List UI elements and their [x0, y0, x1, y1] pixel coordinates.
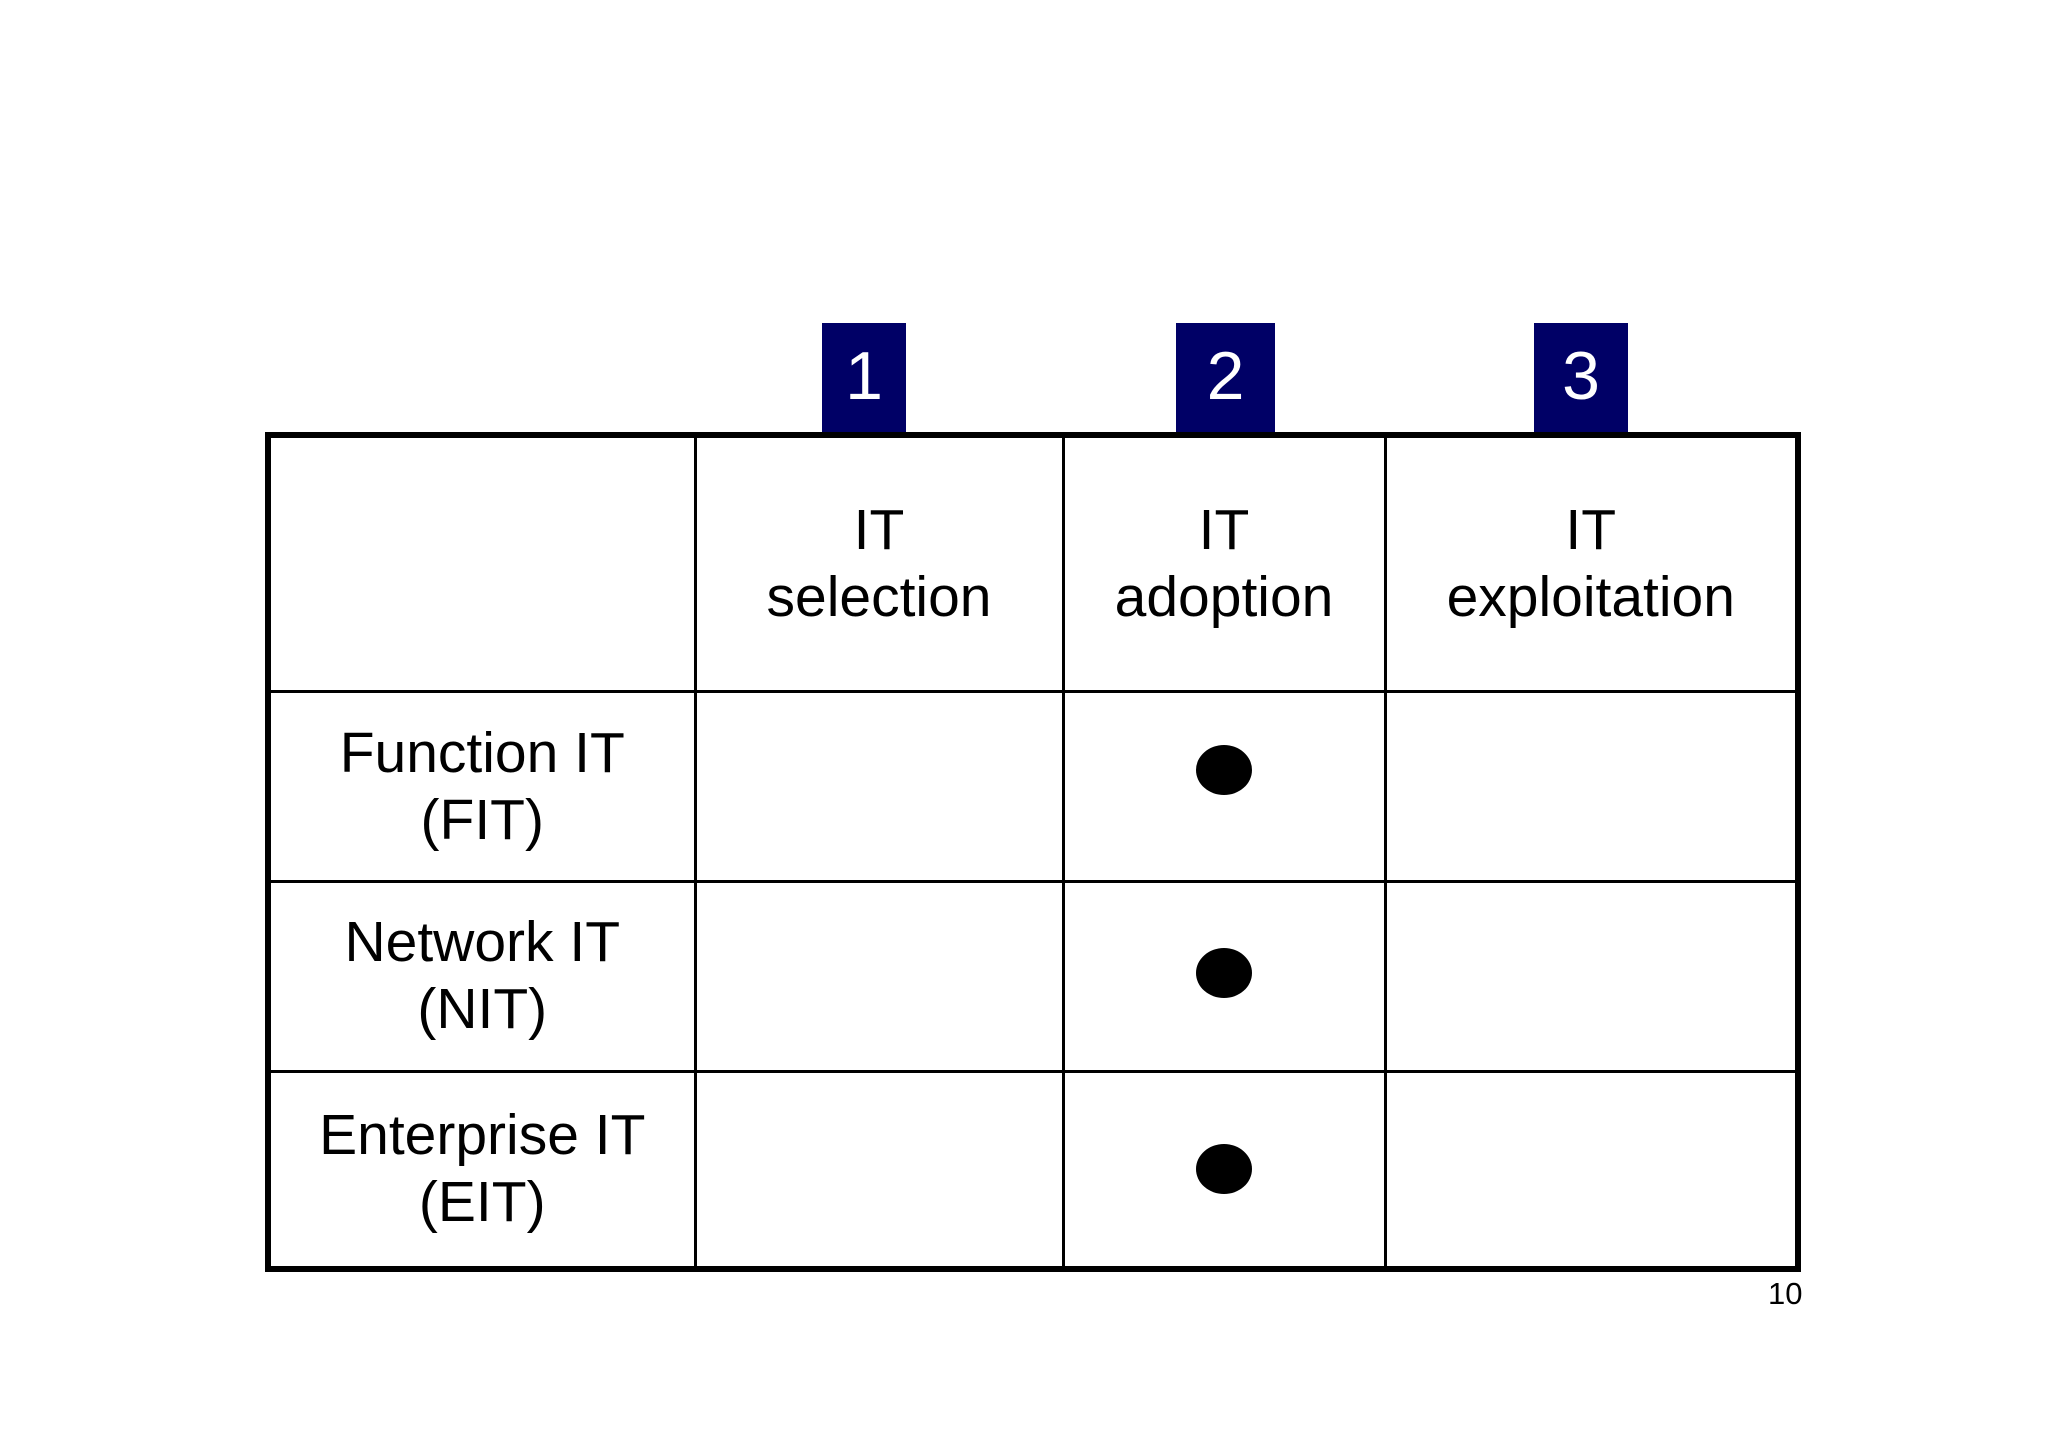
row-header-enterprise-it: Enterprise IT (EIT)	[266, 1069, 697, 1271]
row-header-function-it-line1: Function IT	[339, 720, 625, 785]
step-badge-2[interactable]: 2	[1176, 323, 1275, 435]
cell-network-it-exploitation	[1383, 880, 1800, 1073]
column-header-it-exploitation: IT exploitation	[1383, 433, 1800, 694]
step-badge-3[interactable]: 3	[1534, 323, 1628, 435]
cell-function-it-adoption	[1061, 690, 1387, 884]
cell-enterprise-it-exploitation	[1383, 1069, 1800, 1271]
dot-wrapper	[1065, 880, 1384, 1073]
dot-wrapper	[1065, 1073, 1384, 1266]
row-header-function-it: Function IT (FIT)	[266, 690, 697, 884]
row-header-network-it: Network IT (NIT)	[266, 880, 697, 1073]
filled-circle-marker-icon	[1196, 948, 1252, 999]
row-header-enterprise-it-line1: Enterprise IT	[319, 1103, 646, 1168]
table-row: Function IT (FIT)	[266, 690, 1800, 884]
column-header-it-selection-line1: IT	[853, 497, 905, 562]
it-matrix-table: IT selection IT adoption IT exploitation…	[265, 432, 1801, 1272]
cell-enterprise-it-selection	[693, 1069, 1065, 1271]
table-row: Enterprise IT (EIT)	[266, 1069, 1800, 1271]
column-header-it-exploitation-line2: exploitation	[1446, 565, 1735, 630]
column-header-it-adoption: IT adoption	[1061, 433, 1387, 694]
column-header-it-exploitation-line1: IT	[1565, 497, 1617, 562]
step-badge-2-label: 2	[1206, 338, 1245, 414]
cell-function-it-selection	[693, 690, 1065, 884]
filled-circle-marker-icon	[1196, 1144, 1252, 1195]
filled-circle-marker-icon	[1196, 744, 1252, 795]
row-header-function-it-line2: (FIT)	[420, 787, 544, 852]
step-badge-1-label: 1	[845, 338, 883, 414]
page-number: 10	[1768, 1276, 1803, 1311]
step-badge-1[interactable]: 1	[822, 323, 906, 435]
column-header-it-adoption-line1: IT	[1198, 497, 1250, 562]
column-header-it-adoption-line2: adoption	[1114, 565, 1334, 630]
cell-enterprise-it-adoption	[1061, 1069, 1387, 1271]
cell-network-it-selection	[693, 880, 1065, 1073]
row-header-enterprise-it-line2: (EIT)	[418, 1170, 546, 1235]
table-header-row: IT selection IT adoption IT exploitation	[266, 433, 1800, 694]
column-header-it-selection-line2: selection	[766, 565, 992, 630]
table-row: Network IT (NIT)	[266, 880, 1800, 1073]
row-header-network-it-line1: Network IT	[344, 910, 621, 975]
cell-function-it-exploitation	[1383, 690, 1800, 884]
dot-wrapper	[1065, 676, 1384, 897]
step-badge-3-label: 3	[1562, 338, 1600, 414]
row-header-network-it-line2: (NIT)	[417, 977, 548, 1042]
cell-network-it-adoption	[1061, 880, 1387, 1073]
column-header-it-selection: IT selection	[693, 433, 1065, 694]
matrix-corner-cell	[266, 433, 697, 694]
